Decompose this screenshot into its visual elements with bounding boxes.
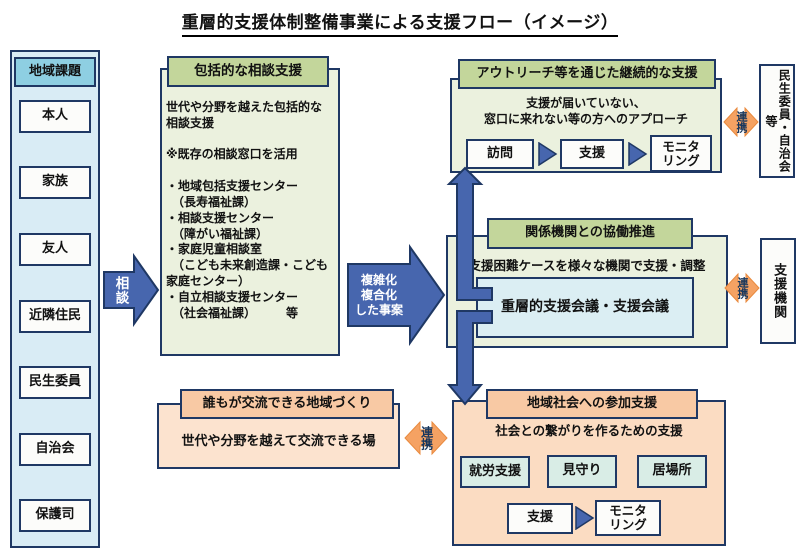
label: 連携 [735,111,749,133]
step-label: モニタ リング [662,138,700,168]
cooperation-body: 支援困難ケースを様々な機関で支援・調整 [468,257,706,273]
renkei-label-1: 連携 [734,108,748,136]
step-label: 訪問 [486,145,513,161]
label: 相談 [112,275,129,305]
local-issue-item-kinrin: 近隣住民 [19,300,91,333]
step-label: 支援 [526,510,553,526]
local-issue-item-minsei: 民生委員 [19,366,91,399]
item-label: 自治会 [35,441,75,457]
local-issue-item-yujin: 友人 [19,233,91,266]
side-box-label: 支援機関 [771,263,787,319]
participation-item-watch: 見守り [547,455,617,488]
item-label: 民生委員 [28,374,81,390]
arrow-right-icon [628,142,648,166]
local-issue-item-jichikai: 自治会 [19,433,91,466]
consult-arrow-label: 相談 [106,266,134,314]
label: 連携 [419,426,434,450]
cooperation-header: 関係機関との協働推進 [487,218,693,249]
participation-step-support: 支援 [507,503,573,534]
outreach-step-support: 支援 [560,139,624,169]
header-label: 誰もが交流できる地域づくり [202,395,372,411]
side-box-support-orgs: 支援機関 [760,238,796,344]
community-building-header: 誰もが交流できる地域づくり [180,389,394,419]
layered-support-meeting-box: 重層的支援会議・支援会議 [476,277,694,338]
header-label: 包括的な相談支援 [194,63,302,80]
item-label: 見守り [562,463,602,479]
item-label: 近隣住民 [28,308,81,324]
local-issue-item-kazoku: 家族 [19,166,91,199]
item-label: 就労支援 [468,463,521,479]
outreach-step-monitoring: モニタ リング [650,135,712,172]
participation-body: 社会との繋がりを作るための支援 [495,422,683,438]
outreach-body: 支援が届いていない、 窓口に来れない等の方へのアプローチ [483,95,688,126]
side-box-minsei-jichikai: 民生委員・自治会等 [759,64,795,178]
item-label: 居場所 [652,463,692,479]
community-building-body: 世代や分野を越えて交流できる場 [181,433,376,449]
local-issue-item-hogoshi: 保護司 [19,499,91,532]
local-issues-header-label: 地域課題 [28,63,81,79]
header-label: アウトリーチ等を通じた継続的な支援 [476,65,698,81]
participation-item-place: 居場所 [637,455,707,488]
local-issue-item-honnin: 本人 [19,100,91,133]
item-label: 友人 [41,241,68,257]
participation-item-employment: 就労支援 [460,456,530,488]
outreach-step-visit: 訪問 [466,139,534,169]
page-title: 重層的支援体制整備事業による支援フロー（イメージ） [181,8,619,37]
item-label: 保護司 [35,507,75,523]
arrow-right-icon [575,506,595,530]
renkei-label-3: 連携 [419,424,434,452]
meeting-label: 重層的支援会議・支援会議 [501,298,669,315]
outreach-header: アウトリーチ等を通じた継続的な支援 [458,59,716,89]
renkei-label-2: 連携 [735,274,749,302]
comprehensive-consultation-panel [160,68,340,356]
comprehensive-consultation-body: 世代や分野を越えた包括的な 相談支援 ※既存の相談窓口を活用 ・地域包括支援セン… [166,100,329,320]
side-box-label: 民生委員・自治会等 [764,69,792,173]
header-label: 関係機関との協働推進 [525,225,655,241]
comprehensive-consultation-header: 包括的な相談支援 [167,56,329,87]
arrow-right-icon [538,142,558,166]
item-label: 本人 [41,108,68,124]
label: 連携 [736,277,750,299]
step-label: 支援 [578,145,605,161]
step-label: モニタ リング [609,503,647,532]
participation-header: 地域社会への参加支援 [486,389,698,419]
complex-case-arrow-label: 複雑化 複合化 した事案 [354,272,403,317]
header-label: 地域社会への参加支援 [526,395,657,411]
participation-step-monitoring: モニタ リング [595,500,661,536]
item-label: 家族 [41,174,68,190]
local-issues-header: 地域課題 [14,57,96,87]
diagram-title-wrap: 重層的支援体制整備事業による支援フロー（イメージ） [0,8,800,37]
